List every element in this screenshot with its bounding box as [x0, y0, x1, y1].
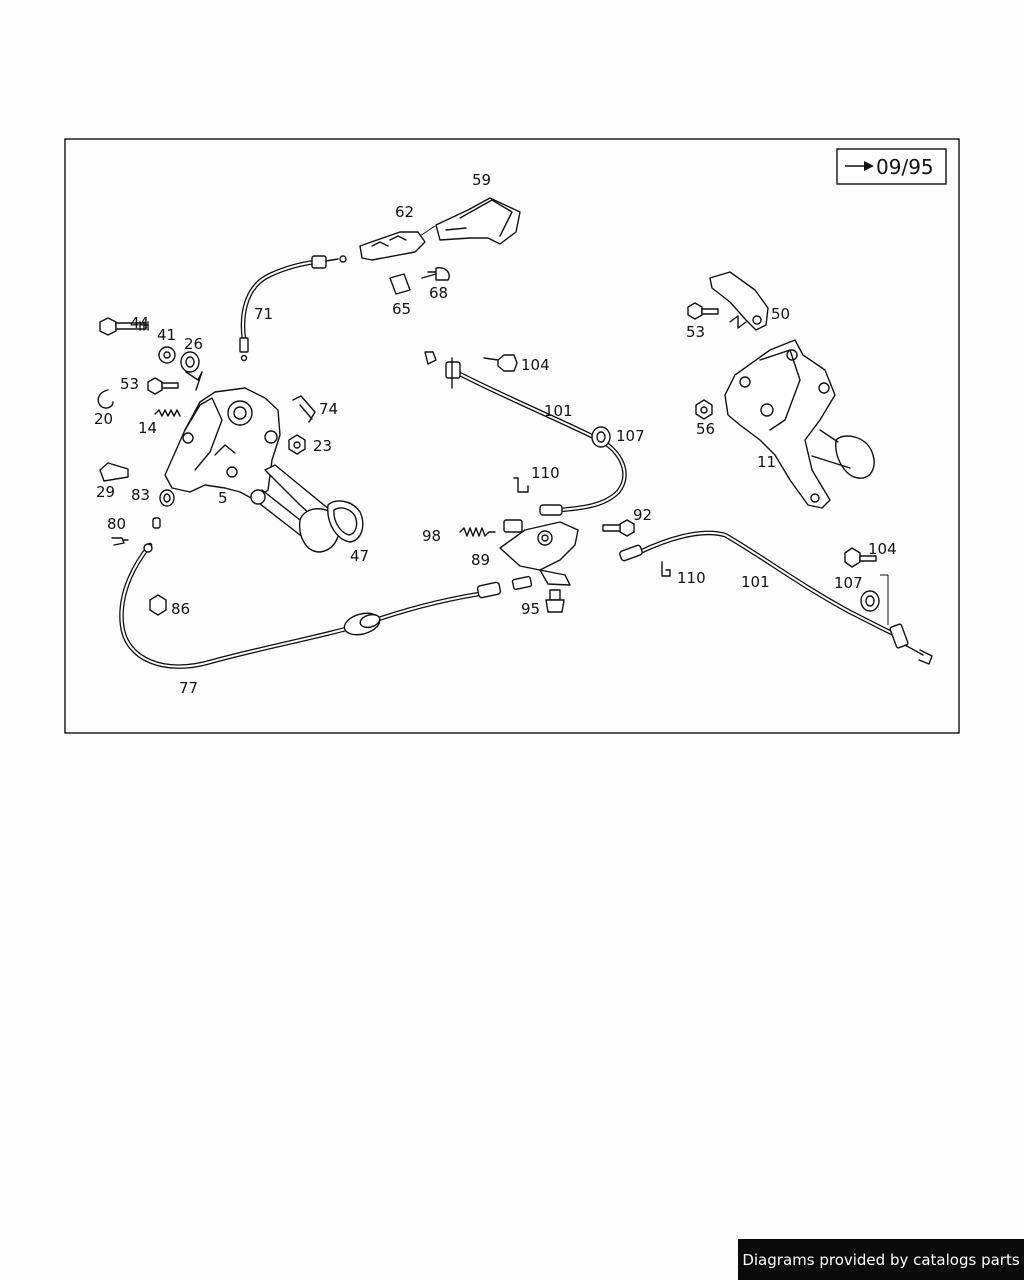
part-label: 14	[138, 419, 157, 437]
part-label: 50	[771, 305, 790, 323]
part-label: 29	[96, 483, 115, 501]
bolt-104-lower	[844, 547, 889, 625]
part-labels: 44 41 26 53 20 14 74 23 29 83 5 80 47 86…	[94, 171, 897, 697]
part-label: 104	[521, 356, 550, 374]
bushing-107-upper	[591, 426, 611, 448]
part-label: 65	[392, 300, 411, 318]
date-badge-text: 09/95	[876, 155, 934, 179]
spring-98	[459, 519, 523, 537]
part-label: 23	[313, 437, 332, 455]
part-label: 68	[429, 284, 448, 302]
part-label: 77	[179, 679, 198, 697]
cable-71	[239, 255, 347, 362]
part-label: 47	[350, 547, 369, 565]
diagram-frame	[64, 138, 960, 734]
part-label: 80	[107, 515, 126, 533]
clip-86	[149, 594, 167, 616]
part-label: 41	[157, 326, 176, 344]
part-label: 107	[616, 427, 645, 445]
cable-101-lower	[619, 530, 933, 665]
bracket-11	[724, 339, 875, 509]
bolt-44	[99, 317, 149, 336]
cable-77	[119, 517, 533, 669]
part-label: 101	[741, 573, 770, 591]
bolt-104-upper	[483, 354, 518, 372]
part-label: 98	[422, 527, 441, 545]
part-label: 74	[319, 400, 338, 418]
part-label: 44	[130, 314, 149, 332]
lever-89	[499, 521, 579, 586]
bushing-83	[159, 489, 175, 507]
bracket-59	[435, 197, 521, 245]
part-label: 104	[868, 540, 897, 558]
clip-65	[389, 273, 411, 295]
part-label: 89	[471, 551, 490, 569]
part-label: 101	[544, 402, 573, 420]
part-label: 110	[531, 464, 560, 482]
part-label: 110	[677, 569, 706, 587]
bolt-95	[545, 589, 565, 613]
clip-20	[97, 389, 114, 409]
clip-80	[111, 537, 129, 546]
clip-29	[99, 462, 129, 482]
part-label: 11	[757, 453, 776, 471]
part-label: 83	[131, 486, 150, 504]
part-label: 53	[120, 375, 139, 393]
nut-23	[288, 434, 306, 455]
part-label: 107	[834, 574, 863, 592]
arrow-right-icon	[864, 161, 874, 171]
bolt-53-left	[147, 371, 203, 395]
part-label: 95	[521, 600, 540, 618]
bolt-53-right	[687, 302, 719, 320]
spring-14	[154, 409, 181, 417]
cable-101-upper	[424, 351, 627, 516]
part-label: 62	[395, 203, 414, 221]
clip-74	[292, 395, 316, 423]
part-label: 26	[184, 335, 203, 353]
screw-68	[421, 266, 450, 281]
part-label: 86	[171, 600, 190, 618]
pedal-bracket-5	[164, 387, 281, 501]
bushing-107-lower	[860, 590, 880, 612]
date-badge: 09/95	[836, 148, 947, 185]
bracket-50	[709, 271, 769, 331]
bracket-62	[359, 225, 436, 261]
part-label: 71	[254, 305, 273, 323]
part-label: 53	[686, 323, 705, 341]
bushing-26	[180, 351, 200, 373]
part-label: 92	[633, 506, 652, 524]
bolt-92	[602, 519, 635, 537]
footer-credit: Diagrams provided by catalogs parts	[738, 1239, 1024, 1280]
pedal-47	[250, 464, 364, 553]
part-label: 56	[696, 420, 715, 438]
part-label: 59	[472, 171, 491, 189]
part-label: 20	[94, 410, 113, 428]
clip-110-upper	[513, 477, 529, 493]
washer-41	[158, 346, 176, 364]
clip-110-lower	[661, 561, 671, 577]
nut-56	[695, 399, 713, 420]
part-label: 5	[218, 489, 228, 507]
